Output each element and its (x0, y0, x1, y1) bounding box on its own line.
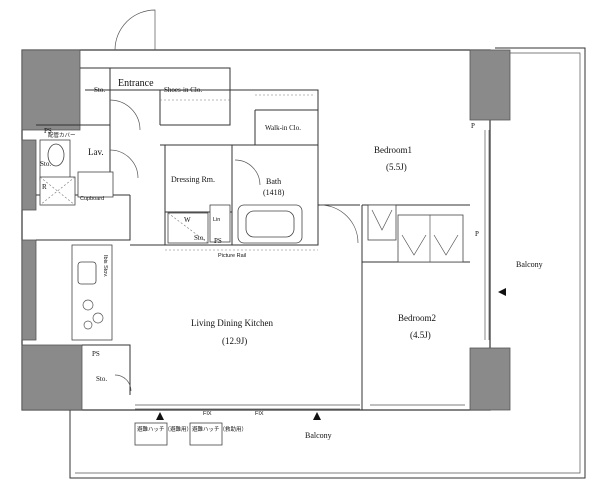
column-top-right (469, 49, 511, 121)
column-left-low (21, 239, 37, 341)
piping-cover-label: 配管カバー (48, 131, 76, 139)
fixtures (39, 94, 318, 341)
r-label: R (42, 183, 47, 191)
bedroom2-size: (4.5J) (410, 330, 431, 340)
column-left-mid (21, 139, 37, 211)
hatch-left (134, 422, 168, 446)
balcony-hatches (134, 422, 223, 446)
storage-label-entrance: Sto. (94, 86, 105, 94)
hall-door (109, 99, 141, 131)
ps-label-bottom: PS (92, 350, 100, 358)
walk-in-closet-label: Walk-in Clo. (265, 124, 301, 132)
small-labels: Sto. PS 配管カバー Sto. R Cupboard W Sto. Lin… (40, 86, 479, 433)
entrance-label: Entrance (118, 78, 154, 89)
hatch-right-label: 避難ハッチ（救助用） (192, 425, 247, 433)
storage-label-bottom: Sto. (96, 375, 107, 383)
ps-label-dressing: PS (214, 237, 222, 245)
interior-walls (36, 67, 470, 410)
shower-area (39, 176, 76, 206)
marker-balcony-east (498, 288, 506, 296)
lav-door (109, 149, 139, 179)
kitchen-sink (77, 261, 97, 285)
column-bottom-right (469, 347, 511, 411)
stove-burner-1 (82, 299, 94, 311)
fix-label-2: FIX (255, 411, 264, 417)
storage-door (114, 374, 132, 392)
fix-label-1: FIX (203, 411, 212, 417)
lavatory-label: Lav. (88, 147, 104, 157)
p-label-top: P (471, 122, 475, 130)
storage-label-lav: Sto. (40, 160, 51, 168)
linen-closet (209, 204, 231, 243)
column-top-left (21, 49, 81, 131)
marker-balcony-left (156, 412, 164, 420)
cupboard-unit (77, 171, 114, 198)
balcony-bottom-label: Balcony (305, 431, 332, 440)
storage-label-dressing: Sto. (194, 234, 205, 242)
bath-name: Bath (266, 177, 281, 186)
marker-balcony-right (313, 412, 321, 420)
linen-label: Lin (213, 217, 220, 223)
orientation-markers (156, 288, 506, 420)
bedroom1-door (319, 204, 359, 244)
structural-columns (21, 49, 511, 411)
bath-door (234, 159, 261, 186)
stove-burner-3 (83, 320, 93, 330)
balcony-railing (69, 47, 586, 479)
bedroom1-size: (5.5J) (386, 162, 407, 172)
cupboard-label: Cupboard (80, 196, 104, 202)
ldk-name: Living Dining Kitchen (191, 318, 273, 328)
washer-label: W (184, 216, 191, 224)
doors (109, 9, 359, 392)
hatch-right (189, 422, 223, 446)
wardrobe-bedroom2 (397, 214, 464, 263)
toilet-bowl (47, 143, 65, 167)
bedroom1-name: Bedroom1 (374, 145, 412, 155)
ih-stove-label: Ibis Stov. (102, 255, 108, 278)
entrance-door (114, 9, 156, 51)
balcony-right-label: Balcony (516, 260, 543, 269)
stove-burner-2 (92, 312, 104, 324)
bedroom2-name: Bedroom2 (398, 313, 436, 323)
room-labels: Entrance Shoes-in Clo. Walk-in Clo. Bedr… (88, 78, 543, 440)
p-label-mid: P (475, 230, 479, 238)
ldk-size: (12.9J) (222, 336, 247, 346)
dressing-room-label: Dressing Rm. (171, 175, 215, 184)
windows (135, 130, 490, 410)
ps-label-top: PS (44, 127, 52, 135)
bath-size: (1418) (263, 188, 285, 197)
picture-rail-label: Picture Rail (218, 253, 246, 259)
wardrobes (367, 204, 464, 263)
hatch-left-label: 避難ハッチ（避難用） (137, 425, 192, 433)
shoes-in-closet-label: Shoes-in Clo. (164, 86, 202, 94)
column-bottom-left (21, 344, 83, 411)
